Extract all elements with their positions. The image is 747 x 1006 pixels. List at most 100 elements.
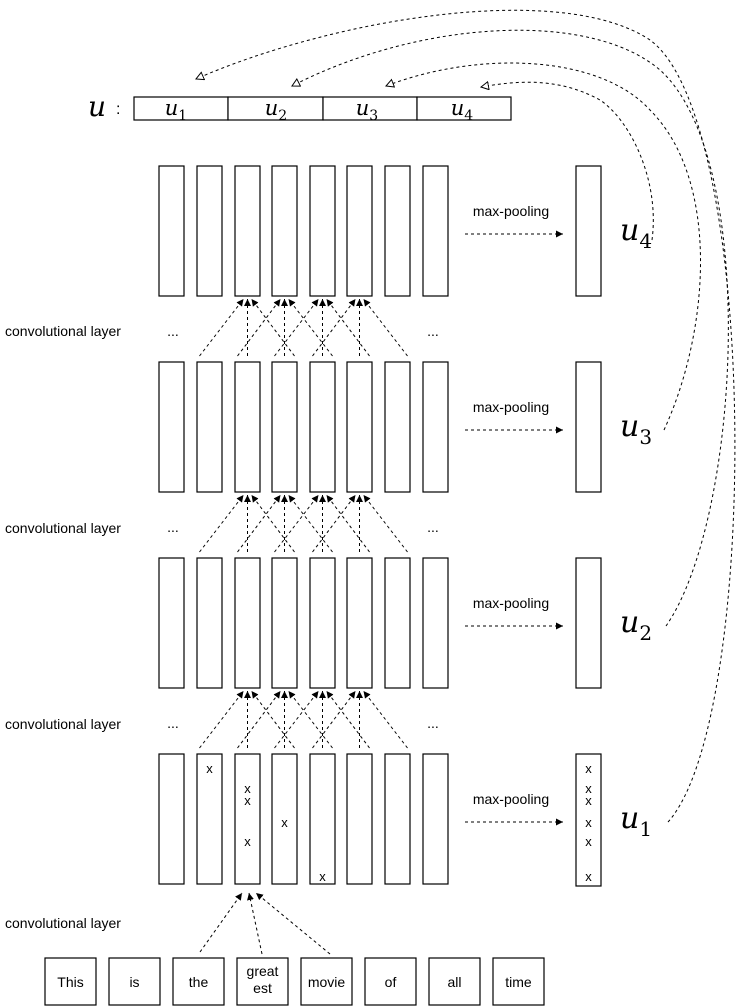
vector-colon: : [116,101,120,118]
feature-column [196,753,223,885]
feature-column [309,753,336,885]
conv-arrow [326,494,370,553]
max-pooling-label: max-pooling [473,791,549,807]
layer-4: max-pooling u4...... [158,165,652,339]
input-word: is [129,974,139,990]
feature-column [158,361,185,493]
feature-column [384,361,411,493]
input-word: of [385,974,397,990]
input-word: movie [308,974,346,990]
pooled-feature-mark: x [585,781,592,796]
feature-column [346,557,373,689]
vector-label: u [88,90,106,123]
feature-column [271,753,298,885]
input-word-box [44,957,97,1006]
layer-output-label: u3 [620,409,652,449]
concat-arrow-u4 [481,82,654,241]
pooled-feature-box [575,361,602,493]
feature-column [346,165,373,297]
input-word-box [300,957,353,1006]
feature-column [158,753,185,885]
conv-arrow [288,494,333,553]
pooled-feature-box [575,165,602,297]
max-pooling-label: max-pooling [473,203,549,219]
input-word-box [108,957,161,1006]
word-arrows [199,892,331,955]
conv-arrow [199,494,244,553]
max-pooling-label: max-pooling [473,399,549,415]
layer-output-label: u4 [620,213,652,253]
conv-arrow [237,690,281,749]
input-word-box [172,957,225,1006]
input-word-box [492,957,545,1006]
conv-layer-label-4: convolutional layer [5,915,121,931]
left-ellipsis: ... [167,323,179,339]
pooled-feature-box [575,753,602,887]
feature-mark: x [319,869,326,884]
feature-column [234,557,261,689]
left-ellipsis: ... [167,715,179,731]
layer-output-label: u2 [620,605,652,645]
right-ellipsis: ... [427,519,439,535]
max-pooling-label: max-pooling [473,595,549,611]
feature-mark: x [281,815,288,830]
input-word-box [364,957,417,1006]
vector-cell-3-label: u3 [356,96,378,124]
feature-mark: x [244,793,251,808]
concat-arrow-u3 [386,62,701,431]
feature-column [234,361,261,493]
pooled-feature-mark: x [585,761,592,776]
feature-column [309,361,336,493]
layer-2: max-poolingu2...... [158,557,652,731]
word-arrow-3 [255,892,331,955]
conv-layer-label-1: convolutional layer [5,323,121,339]
feature-mark: x [244,781,251,796]
input-word: time [505,974,532,990]
word-arrow-2 [247,892,263,955]
vector-cell-4-label: u4 [451,96,474,124]
vector-cell-4 [416,96,512,121]
feature-column [384,557,411,689]
feature-mark: x [206,761,213,776]
conv-arrow [251,494,295,553]
feature-column [384,753,411,885]
feature-column [234,753,261,885]
input-word: This [57,974,83,990]
conv-arrows [199,298,408,749]
conv-arrow [312,690,356,749]
conv-arrow [251,298,295,357]
feature-column [271,557,298,689]
pooled-feature-mark: x [585,815,592,830]
conv-arrow [274,690,319,749]
layer-3: max-poolingu3...... [158,361,652,535]
feature-column [422,165,449,297]
feature-column [309,557,336,689]
feature-column [422,557,449,689]
conv-arrow [237,298,281,357]
input-word: the [189,974,209,990]
feature-column [309,165,336,297]
conv-arrow [274,494,319,553]
feature-column [234,165,261,297]
pooled-feature-mark: x [585,834,592,849]
word-arrow-1 [199,892,243,953]
feature-mark: x [244,834,251,849]
feature-column [422,753,449,885]
right-ellipsis: ... [427,323,439,339]
input-word-box [428,957,481,1006]
conv-arrow [199,298,244,357]
feature-column [271,165,298,297]
feature-column [271,361,298,493]
feature-column [422,361,449,493]
input-word-box [236,957,289,1006]
conv-layer-label-3: convolutional layer [5,716,121,732]
feature-column [196,361,223,493]
pooled-feature-box [575,557,602,689]
concat-arrow-u1 [196,9,736,823]
vector-cell-1-label: u1 [165,96,187,124]
conv-arrow [312,298,356,357]
feature-column [346,361,373,493]
